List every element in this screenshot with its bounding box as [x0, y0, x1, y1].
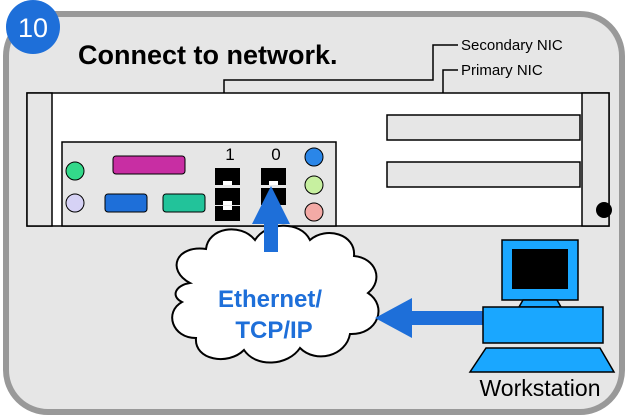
network-cloud-icon: Ethernet/ TCP/IP: [171, 224, 380, 364]
expansion-slot-upper: [386, 114, 581, 141]
nic1-port-b-notch: [223, 201, 232, 205]
port-0-label: 0: [271, 145, 280, 164]
status-led-lightgreen: [304, 175, 324, 195]
nic0-port-a-notch: [269, 181, 278, 185]
cloud-shape: [171, 224, 380, 364]
ethernet-port-icon: [215, 168, 240, 221]
nic1-port-c-notch: [223, 206, 232, 210]
status-led-green: [65, 161, 85, 181]
step-circle: [6, 0, 60, 54]
status-led-pink: [304, 202, 324, 222]
workstation-arrow-head: [375, 298, 412, 338]
cloud-label-line2: TCP/IP: [235, 317, 312, 344]
nic1-port-a: [215, 168, 240, 185]
expansion-slot-lower: [386, 161, 581, 188]
server-chassis-icon: 1 0: [26, 92, 612, 227]
nic0-port-a: [261, 168, 286, 185]
status-led-blue: [304, 147, 324, 167]
nic1-port-a-notch: [223, 181, 232, 185]
nic1-port-b: [215, 188, 240, 205]
chassis-left-panel: [26, 92, 53, 227]
monitor-screen: [512, 249, 568, 289]
arrow-icon: [375, 298, 488, 338]
step-badge: 10: [6, 0, 60, 54]
monitor-stand: [517, 299, 563, 308]
io-panel: [61, 141, 337, 227]
computer-base: [482, 306, 604, 344]
status-led-lavender: [65, 193, 85, 213]
step-title: Connect to network.: [78, 40, 338, 70]
serial-connector-magenta: [112, 155, 186, 175]
secondary-nic-leader: [223, 44, 458, 113]
port-1-label: 1: [225, 145, 234, 164]
uplink-arrow-head: [252, 186, 290, 224]
nic1-port-c: [215, 206, 240, 221]
workstation-label: Workstation: [479, 375, 600, 401]
workstation-arrow-shaft: [410, 311, 488, 325]
cloud-label-line1: Ethernet/: [218, 286, 322, 313]
primary-nic-label: Primary NIC: [461, 62, 543, 79]
step-number: 10: [18, 13, 48, 43]
secondary-nic-label: Secondary NIC: [461, 37, 563, 54]
keyboard: [468, 347, 616, 373]
power-button: [596, 202, 612, 218]
uplink-arrow-shaft: [264, 222, 278, 252]
arrow-icon: [252, 186, 290, 252]
connector-green: [162, 193, 206, 213]
connector-blue: [104, 193, 148, 213]
workstation-computer-icon: Workstation: [468, 239, 616, 401]
